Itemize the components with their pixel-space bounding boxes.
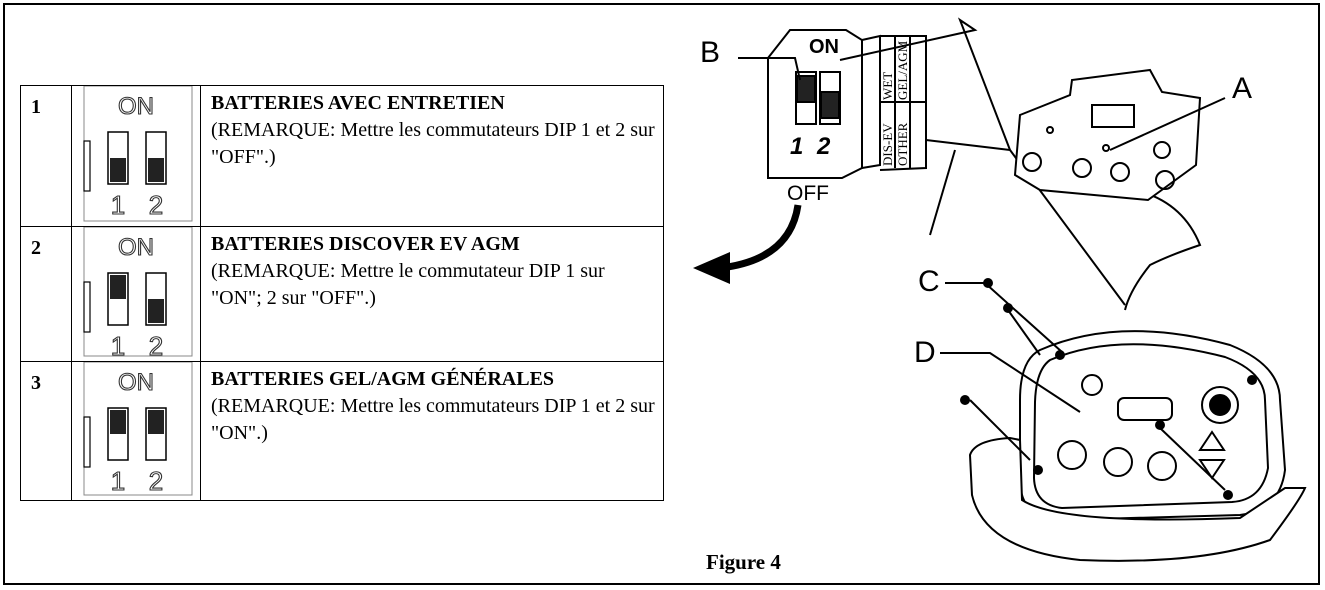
- dip-switch-2-knob: [148, 410, 164, 434]
- switch-1-label: 1: [111, 331, 125, 358]
- switch-on-label: ON: [118, 93, 154, 120]
- switch-2-label: 2: [149, 466, 163, 496]
- dip-switch-2-knob: [148, 158, 164, 182]
- dip-side-label-other: OTHER: [895, 122, 910, 166]
- dip-side-label-gel-agm: GEL/AGM: [895, 40, 910, 100]
- callout-d: D: [914, 336, 936, 369]
- dip-switch-2-knob: [148, 299, 164, 323]
- switch-2-label: 2: [149, 190, 163, 220]
- dip-detail-off-label: OFF: [787, 182, 829, 205]
- dip-detail-switch2-label: 2: [817, 133, 831, 160]
- figure-caption: Figure 4: [706, 550, 781, 574]
- switch-2-label: 2: [149, 331, 163, 358]
- dip-switch-1-knob: [110, 275, 126, 299]
- callout-a: A: [1232, 72, 1253, 105]
- row-number: 3: [20, 361, 72, 501]
- figure-frame: [3, 3, 1320, 585]
- dip-detail-on-label: ON: [809, 36, 839, 58]
- callout-c: C: [918, 265, 940, 298]
- battery-type-title: BATTERIES AVEC ENTRETIEN: [211, 92, 505, 114]
- dip-switch-1-knob: [110, 410, 126, 434]
- circuit-board: [1013, 68, 1202, 202]
- switch-on-label: ON: [118, 369, 154, 396]
- switch-1-label: 1: [111, 466, 125, 496]
- dip-side-label-wet: WET: [880, 71, 895, 100]
- dip-side-label-dis-ev: DIS-EV: [880, 123, 895, 166]
- callout-b: B: [700, 36, 721, 69]
- setting-note: (REMARQUE: Mettre les commutateurs DIP 1…: [211, 395, 655, 444]
- row-number: 1: [20, 85, 72, 227]
- control-panel: [968, 330, 1307, 562]
- curved-arrow-icon: [693, 204, 802, 284]
- switch-on-label: ON: [118, 234, 154, 261]
- battery-type-title: BATTERIES DISCOVER EV AGM: [211, 233, 520, 255]
- battery-type-title: BATTERIES GEL/AGM GÉNÉRALES: [211, 368, 555, 390]
- dip-detail-switch1-label: 1: [790, 133, 804, 160]
- switch-1-label: 1: [111, 190, 125, 220]
- dip-switch-1-knob: [110, 158, 126, 182]
- setting-note: (REMARQUE: Mettre le commutateur DIP 1 s…: [211, 260, 605, 309]
- dip-switch-detail: [767, 29, 927, 179]
- setting-note: (REMARQUE: Mettre les commutateurs DIP 1…: [211, 119, 655, 168]
